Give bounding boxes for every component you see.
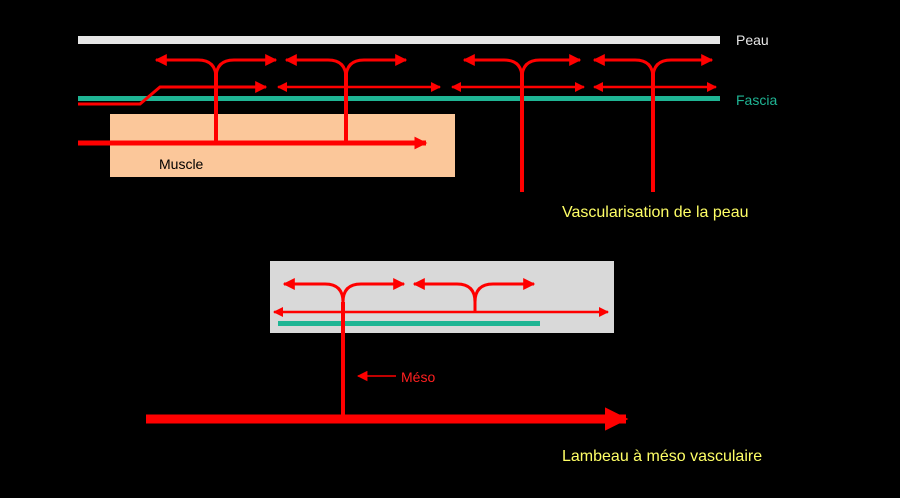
muscle-label: Muscle bbox=[159, 156, 204, 172]
musculocutaneous-vessels bbox=[78, 54, 428, 150]
skin-vascularisation-title: Vascularisation de la peau bbox=[562, 204, 749, 221]
subdermal-branch-2 bbox=[214, 54, 278, 79]
fascia-label: Fascia bbox=[736, 92, 778, 108]
skin-label: Peau bbox=[736, 32, 769, 48]
meso-label: Méso bbox=[401, 369, 436, 385]
direct-branch-4 bbox=[651, 54, 714, 79]
subdermal-branch-3 bbox=[284, 54, 348, 79]
direct-branch-2 bbox=[520, 54, 582, 79]
direct-branch-1 bbox=[462, 54, 524, 79]
skin-layer bbox=[78, 36, 720, 44]
flap-branch-2 bbox=[341, 278, 406, 303]
septocutaneous-vessels bbox=[462, 54, 714, 192]
fascia-layer bbox=[78, 96, 720, 101]
flap-fascia-layer bbox=[278, 321, 540, 326]
subdermal-branch-4 bbox=[344, 54, 408, 79]
subdermal-branch-1 bbox=[154, 54, 218, 79]
fascial-vessels bbox=[78, 81, 717, 106]
fascial-artery bbox=[78, 81, 268, 106]
flap-branch-4 bbox=[473, 278, 536, 303]
vascular-meso-flap-title: Lambeau à méso vasculaire bbox=[562, 448, 763, 465]
flap-vessels bbox=[146, 278, 629, 431]
direct-branch-3 bbox=[592, 54, 655, 79]
